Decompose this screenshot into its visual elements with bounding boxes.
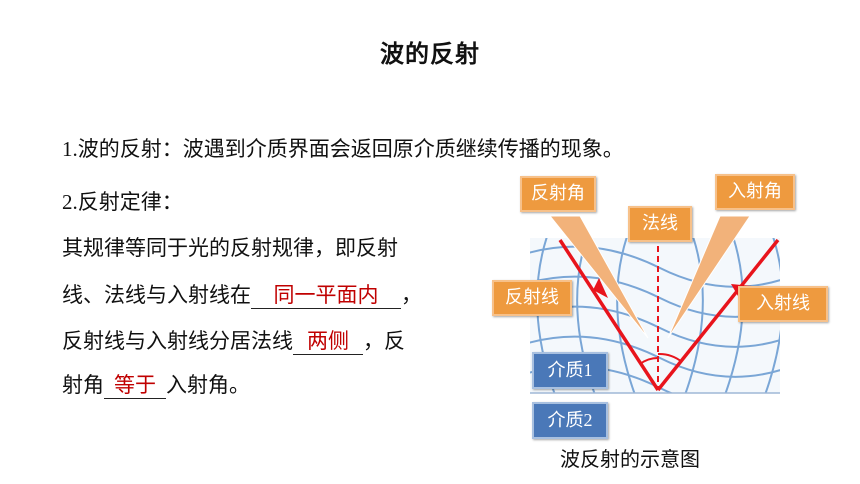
blank-equal: 等于 [104, 372, 166, 399]
page-title: 波的反射 [380, 40, 480, 68]
blank-same-plane: 同一平面内 [251, 282, 401, 309]
definition-text: 波的反射：波遇到介质界面会返回原介质继续传播的现象。 [77, 137, 624, 161]
law-text-4a: 射角 [62, 373, 104, 397]
incidence-angle-arc [657, 352, 683, 363]
reflection-angle-arc [639, 357, 659, 365]
reflected-ray-arrow [593, 278, 608, 298]
law-text-1: 其规律等同于光的反射规律，即反射 [62, 236, 398, 260]
wave-line [684, 238, 704, 393]
wave-line [530, 245, 780, 288]
law-line-1: 其规律等同于光的反射规律，即反射 [62, 233, 398, 263]
medium1-label: 介质1 [532, 352, 608, 389]
normal-label: 法线 [628, 206, 692, 242]
incident-ray [656, 238, 780, 392]
law-text-3b: ，反 [363, 329, 405, 353]
reflection-angle-label: 反射角 [520, 176, 596, 212]
law-line-4: 射角等于入射角。 [62, 370, 250, 400]
reflection-diagram: 反射角 法线 入射角 反射线 入射线 介质1 介质2 [490, 168, 840, 478]
reflected-ray [558, 239, 660, 391]
wave-line [764, 238, 780, 393]
law-heading-line: 2.反射定律： [62, 187, 183, 217]
item-number-2: 2. [62, 190, 78, 214]
diagram-caption: 波反射的示意图 [560, 447, 700, 471]
reflected-ray-label: 反射线 [492, 280, 572, 316]
medium2-label: 介质2 [532, 402, 608, 439]
law-text-2a: 线、法线与入射线在 [62, 283, 251, 307]
law-heading-text: 反射定律： [77, 190, 183, 214]
wave-line [530, 335, 780, 378]
wave-line [616, 238, 636, 393]
definition-line: 1.波的反射：波遇到介质界面会返回原介质继续传播的现象。 [62, 134, 624, 164]
medium1-text: 介质 [547, 360, 584, 381]
law-text-3a: 反射线与入射线分居法线 [62, 329, 293, 353]
medium1-number: 1 [583, 360, 593, 380]
medium2-text: 介质 [547, 410, 584, 431]
law-line-2: 线、法线与入射线在同一平面内， [62, 280, 422, 310]
incidence-angle-label: 入射角 [715, 174, 795, 210]
blank-both-sides: 两侧 [293, 328, 363, 355]
medium2-number: 2 [583, 410, 593, 430]
reflection-angle-pointer [548, 215, 649, 339]
item-number-1: 1. [62, 137, 78, 161]
law-text-4b: 入射角。 [166, 373, 250, 397]
law-text-2b: ， [401, 283, 422, 307]
law-line-3: 反射线与入射线分居法线两侧，反 [62, 326, 405, 356]
incidence-angle-pointer [667, 215, 751, 339]
incident-ray-label: 入射线 [738, 286, 828, 322]
